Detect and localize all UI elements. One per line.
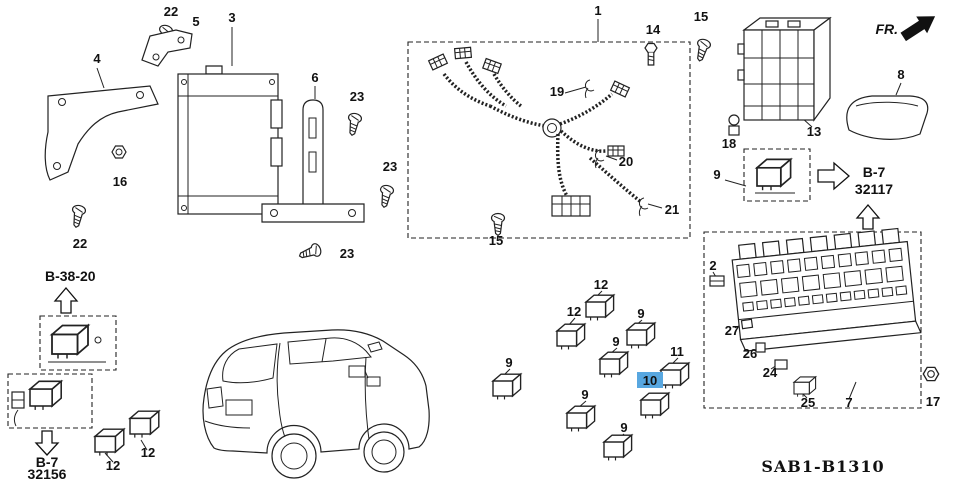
callout-22-b[interactable]: 22: [73, 236, 87, 251]
part-12-relay-cluster-a: [585, 294, 615, 322]
callout-4[interactable]: 4: [93, 51, 101, 66]
callout-10[interactable]: 10: [643, 373, 657, 388]
callout-8[interactable]: 8: [897, 67, 904, 82]
callout-2[interactable]: 2: [709, 258, 716, 273]
ref-b7-32117-line1[interactable]: B-7: [863, 164, 886, 180]
harness-boundary-box: [407, 41, 691, 239]
callout-6[interactable]: 6: [311, 70, 318, 85]
ref-arrow-down-icon: [34, 430, 60, 456]
part-19-clip: [584, 79, 595, 99]
part-17-nut: [922, 366, 940, 382]
part-22-screw-b: [68, 203, 87, 229]
part-6-bracket: [261, 99, 365, 223]
ref-b7-32156-line2[interactable]: 32156: [28, 466, 67, 480]
part-13-fuse-box: [737, 16, 832, 122]
part-14-bolt: [644, 42, 658, 66]
callout-22-a[interactable]: 22: [164, 4, 178, 19]
part-12-relay-c: [94, 428, 125, 457]
part-9-relay-c: [599, 351, 629, 379]
part-9-relay-d: [492, 373, 522, 401]
front-wheel: [363, 431, 405, 473]
part-9-relay-a-box: [743, 148, 811, 202]
callout-3[interactable]: 3: [228, 10, 235, 25]
callout-13[interactable]: 13: [807, 124, 821, 139]
callout-9-d[interactable]: 9: [505, 355, 512, 370]
part-9-relay-e: [566, 405, 596, 433]
part-12-relay-cluster-b: [556, 323, 586, 351]
callout-20[interactable]: 20: [619, 154, 633, 169]
callout-labels: 22 5 3 4 16 22 6 23 23 23 1 19 20 21 15 …: [73, 3, 940, 473]
part-21-clip: [638, 197, 649, 217]
callout-24[interactable]: 24: [763, 365, 778, 380]
callout-21[interactable]: 21: [665, 202, 679, 217]
diagram-code: SAB1-B1310: [761, 457, 884, 476]
callout-23-a[interactable]: 23: [350, 89, 364, 104]
callout-23-b[interactable]: 23: [383, 159, 397, 174]
part-25-relay: [793, 376, 817, 398]
part-15-screw-b: [692, 37, 713, 64]
fuse-box-location-box: [703, 231, 922, 409]
callout-23-c[interactable]: 23: [340, 246, 354, 261]
part-23-screw-c: [296, 241, 324, 263]
car-illustration: [202, 329, 430, 479]
part-7-fuse-box: [731, 227, 922, 352]
rear-wheel: [271, 433, 317, 479]
callout-12-d[interactable]: 12: [141, 445, 155, 460]
callout-5[interactable]: 5: [192, 14, 199, 29]
callout-9-e[interactable]: 9: [581, 387, 588, 402]
part-5-bracket: [141, 29, 193, 67]
callout-14[interactable]: 14: [646, 22, 661, 37]
part-9-relay-f: [603, 434, 633, 462]
ref-arrow-right-icon: [817, 161, 850, 191]
callout-9-c[interactable]: 9: [612, 334, 619, 349]
part-16-nut: [111, 145, 127, 159]
callout-27[interactable]: 27: [725, 323, 739, 338]
part-23-screw-a: [344, 111, 363, 137]
callout-12-a[interactable]: 12: [594, 277, 608, 292]
part-9-relay-b: [626, 322, 656, 350]
callout-9-b[interactable]: 9: [637, 306, 644, 321]
part-26-terminal: [755, 342, 766, 353]
highlight-part-10[interactable]: [637, 372, 663, 388]
callout-26[interactable]: 26: [743, 346, 757, 361]
ref-arrow-up-icon: [855, 203, 881, 230]
callout-9-f[interactable]: 9: [620, 420, 627, 435]
fr-arrow-icon: [900, 16, 936, 42]
callout-15-b[interactable]: 15: [694, 9, 708, 24]
callout-12-b[interactable]: 12: [567, 304, 581, 319]
relay-bracket-box: [39, 315, 117, 371]
callout-15-a[interactable]: 15: [489, 233, 503, 248]
part-1-wire-harness: [428, 46, 643, 217]
part-18-grommet: [728, 114, 740, 136]
ref-b7-32117-line2[interactable]: 32117: [855, 181, 893, 197]
part-11-relay: [660, 362, 690, 390]
callout-11[interactable]: 11: [670, 344, 684, 359]
callout-9-a[interactable]: 9: [713, 167, 720, 182]
callout-7[interactable]: 7: [845, 395, 852, 410]
ref-arrow-up2-icon: [53, 286, 79, 314]
callout-25[interactable]: 25: [801, 395, 815, 410]
part-23-screw-b: [376, 183, 395, 209]
callout-18[interactable]: 18: [722, 136, 736, 151]
part-12-relay-d: [129, 410, 160, 439]
callout-17[interactable]: 17: [926, 394, 940, 409]
part-2-connector: [709, 275, 725, 287]
part-3-control-module: [177, 65, 283, 215]
ref-b38-20[interactable]: B-38-20: [45, 268, 96, 284]
part-24-terminal: [774, 359, 788, 370]
callout-19[interactable]: 19: [550, 84, 564, 99]
part-4-bracket: [44, 85, 159, 181]
part-8-cover: [846, 95, 929, 140]
callout-1[interactable]: 1: [594, 3, 601, 18]
part-10-relay: [640, 392, 670, 420]
relay-connector-box: [7, 373, 93, 429]
ref-b7-32156-line1[interactable]: B-7: [36, 454, 59, 470]
fr-label: FR.: [875, 21, 898, 37]
callout-12-c[interactable]: 12: [106, 458, 120, 473]
callout-16[interactable]: 16: [113, 174, 127, 189]
fr-direction-arrow: [900, 16, 936, 42]
part-27-terminal: [740, 318, 754, 330]
